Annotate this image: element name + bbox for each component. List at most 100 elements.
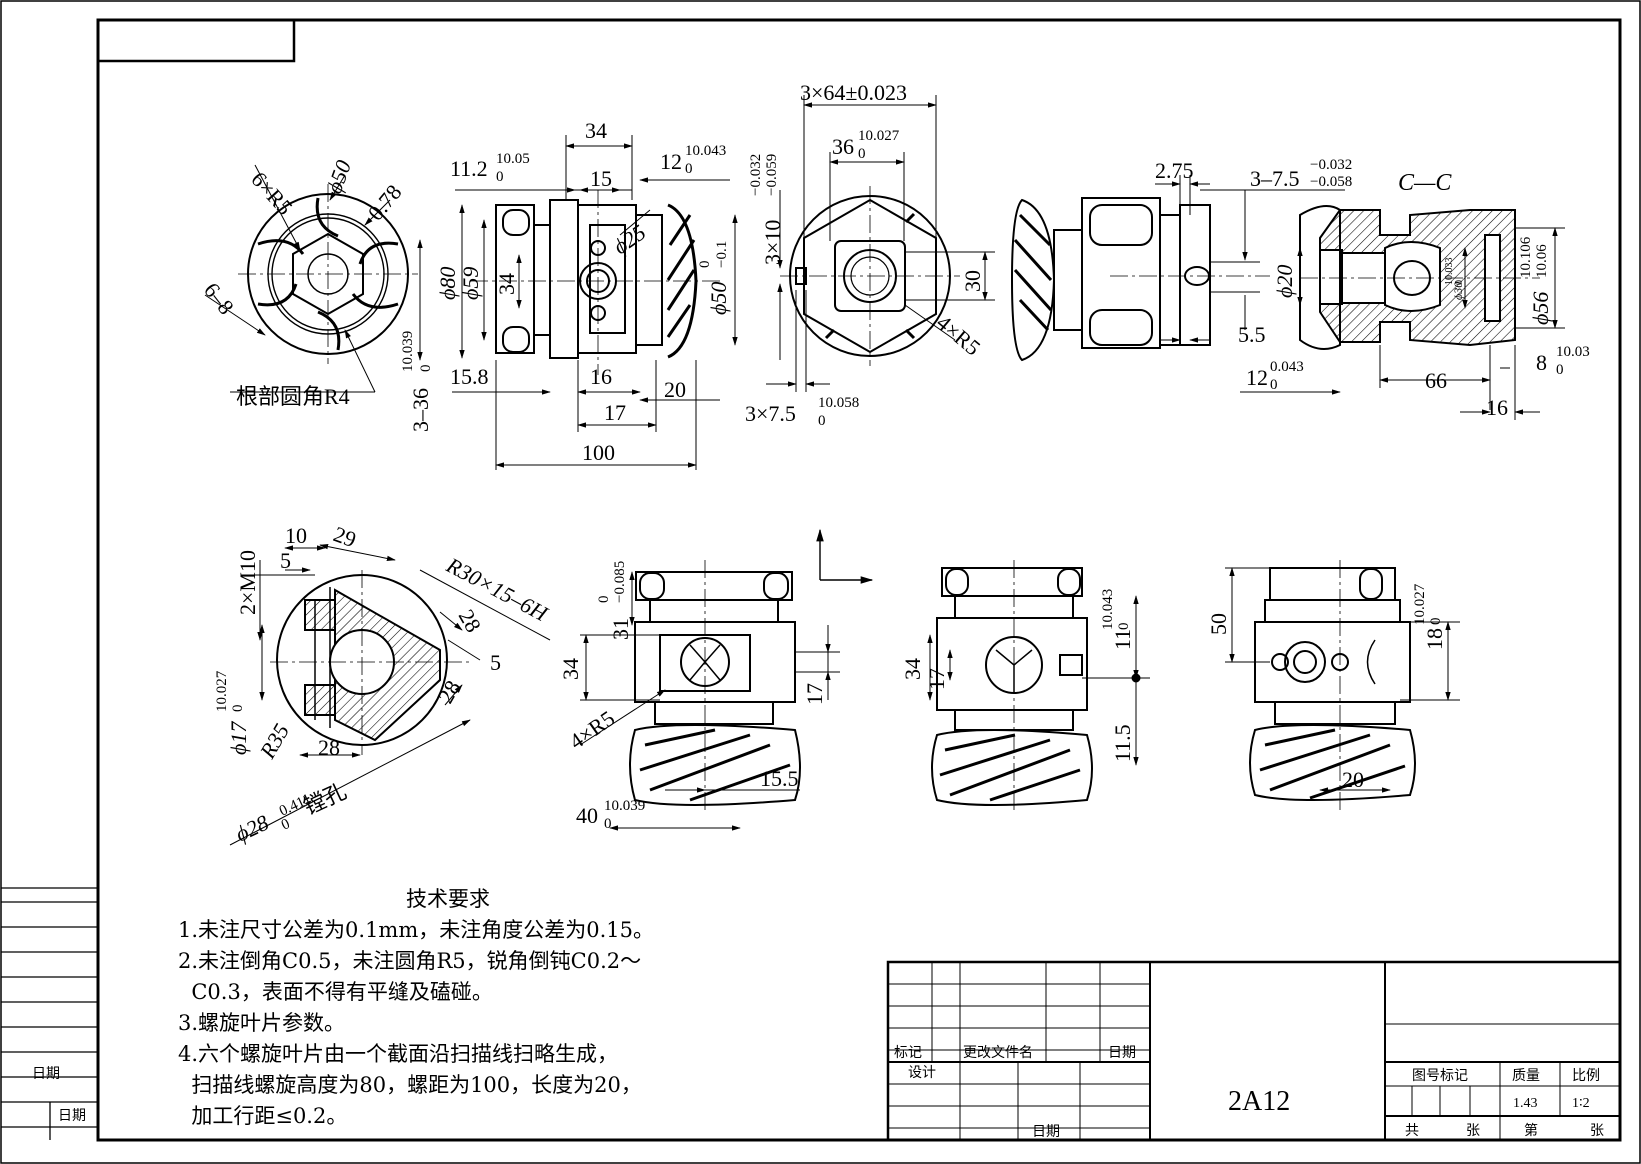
note-root-fillet: 根部圆角R4	[236, 384, 350, 409]
requirement-line: C0.3，表面不得有平缝及磕碰。	[178, 980, 493, 1004]
dim-3x10: 3×10	[760, 220, 785, 265]
dim-11-tol: 10.043	[1100, 589, 1116, 630]
dim-34-top: 34	[585, 118, 607, 143]
dim-phi17-tol-low: 0	[230, 705, 246, 713]
dim-2xm10: 2×M10	[235, 550, 260, 615]
dim-12-tol-low: 0	[685, 161, 693, 177]
tb-sheets-a: 张	[1466, 1123, 1480, 1139]
view-bottom-3-dims	[1225, 567, 1460, 793]
requirement-line: 1.未注尺寸公差为0.1mm，未注角度公差为0.15。	[178, 918, 655, 942]
tb-date: 日期	[1108, 1045, 1136, 1061]
dim-11-2: 11.2	[450, 156, 488, 181]
view-bottom-2-dims	[927, 595, 1150, 766]
dim-31-tol: 0	[596, 596, 612, 604]
dim-4xr5-b1: 4×R5	[565, 705, 620, 754]
dim-36: 36	[832, 134, 854, 159]
left-margin-table	[1, 887, 98, 1140]
dim-17-b1: 17	[802, 683, 827, 705]
tb-date-bottom: 日期	[1032, 1124, 1060, 1140]
dim-34-b2: 34	[900, 658, 925, 680]
tb-change-doc: 更改文件名	[963, 1045, 1033, 1061]
view-end-hex	[238, 184, 418, 364]
dim-3x64: 3×64±0.023	[800, 80, 907, 105]
view-end-hex-dims	[204, 164, 423, 393]
dim-34-b1: 34	[558, 658, 583, 680]
dim-5-top: 5	[280, 548, 291, 573]
tb-sheets-b: 张	[1590, 1123, 1604, 1139]
dim-17: 17	[604, 400, 626, 425]
dim-3x7-5: 3×7.5	[745, 401, 796, 426]
dim-28-c: 28	[318, 735, 340, 760]
requirement-line: 3.螺旋叶片参数。	[178, 1011, 346, 1035]
dim-3x10-tol: −0.032	[748, 154, 764, 196]
view-side	[470, 190, 720, 375]
tb-scale-value: 1∶2	[1572, 1096, 1590, 1111]
dim-phi80: ϕ80	[435, 267, 460, 300]
dim-11-tol-low: 0	[1116, 623, 1132, 631]
dim-15-5: 15.5	[760, 766, 799, 791]
view-threaded-end-dims	[229, 543, 551, 846]
section-c-c	[1299, 205, 1540, 350]
dim-40-tol: 10.039	[604, 798, 645, 814]
dim-phi17-tol: 10.027	[214, 670, 230, 712]
view-bottom-1	[629, 560, 801, 810]
dim-phi56-tol-low: 10.06	[1534, 244, 1550, 278]
dim-66: 66	[1425, 368, 1447, 393]
view-bottom-3	[1249, 560, 1416, 810]
dim-3x10-tol-low: −0.059	[764, 154, 780, 196]
dim-phi50-tol: 0	[697, 261, 713, 269]
view-top-side	[1010, 197, 1270, 362]
dim-3-7-5: 3–7.5	[1250, 166, 1300, 191]
dim-12-cc-tol-low: 0	[1270, 377, 1278, 393]
dim-31: 31	[608, 618, 633, 640]
dim-phi50-side: ϕ50	[706, 282, 731, 315]
technical-requirements-title: 技术要求	[406, 887, 490, 911]
view-bottom-2	[931, 560, 1093, 810]
title-block	[886, 960, 1622, 1142]
dim-15-8: 15.8	[450, 364, 489, 389]
dim-phi30-tol-low: 0	[1454, 280, 1465, 285]
dim-11-2-tol: 10.05	[496, 151, 530, 167]
view-threaded-end	[270, 570, 470, 755]
dim-3x7-5-tol: 10.058	[818, 395, 859, 411]
left-date-2: 日期	[58, 1108, 86, 1124]
view-front-hex	[780, 186, 960, 366]
dim-8: 8	[1536, 350, 1547, 375]
dim-3-36-tol: 10.039	[400, 331, 416, 372]
requirement-line: 扫描线螺旋高度为80，螺距为100，长度为20，	[178, 1073, 642, 1097]
dim-20-b3: 20	[1342, 767, 1364, 792]
dim-2-75: 2.75	[1155, 158, 1194, 183]
dim-phi56: ϕ56	[1528, 292, 1553, 325]
dim-18: 18	[1422, 628, 1447, 650]
dim-phi17: ϕ17	[226, 721, 251, 755]
dim-3-7-5-tol-low: −0.058	[1310, 174, 1352, 190]
dim-31-tol-low: −0.085	[612, 561, 628, 603]
view-front-hex-dims	[766, 95, 995, 392]
tb-total: 共	[1405, 1123, 1419, 1139]
dim-phi59: ϕ59	[458, 267, 483, 300]
dim-12-cc: 12	[1246, 365, 1268, 390]
view-bottom-1-dims	[579, 571, 840, 831]
dim-4xr5: 4×R5	[932, 310, 986, 361]
requirement-line: 2.未注倒角C0.5，未注圆角R5，锐角倒钝C0.2～	[178, 949, 642, 973]
dim-18-tol-low: 0	[1428, 618, 1444, 626]
tb-sheet-no: 第	[1524, 1122, 1538, 1139]
dim-40: 40	[576, 803, 598, 828]
tb-mass-label: 质量	[1512, 1068, 1540, 1084]
dim-3-36-tol-low: 0	[418, 365, 434, 373]
tb-material: 2A12	[1228, 1086, 1290, 1117]
dim-18-tol: 10.027	[1412, 583, 1428, 625]
dim-8-tol-low: 0	[1556, 362, 1564, 378]
tb-mark: 标记	[894, 1045, 922, 1061]
dim-6-8: 6–8	[199, 278, 239, 319]
dim-phi20: ϕ20	[1272, 265, 1297, 298]
dim-phi28-tol-low: 0	[279, 816, 293, 834]
dim-3-7-5-tol: −0.032	[1310, 157, 1352, 173]
tb-scale-label: 比例	[1572, 1068, 1600, 1084]
note-boring: 镗孔	[300, 778, 350, 819]
section-label-c-c: C—C	[1398, 170, 1452, 196]
dim-20: 20	[664, 377, 686, 402]
direction-arrows	[816, 528, 874, 584]
